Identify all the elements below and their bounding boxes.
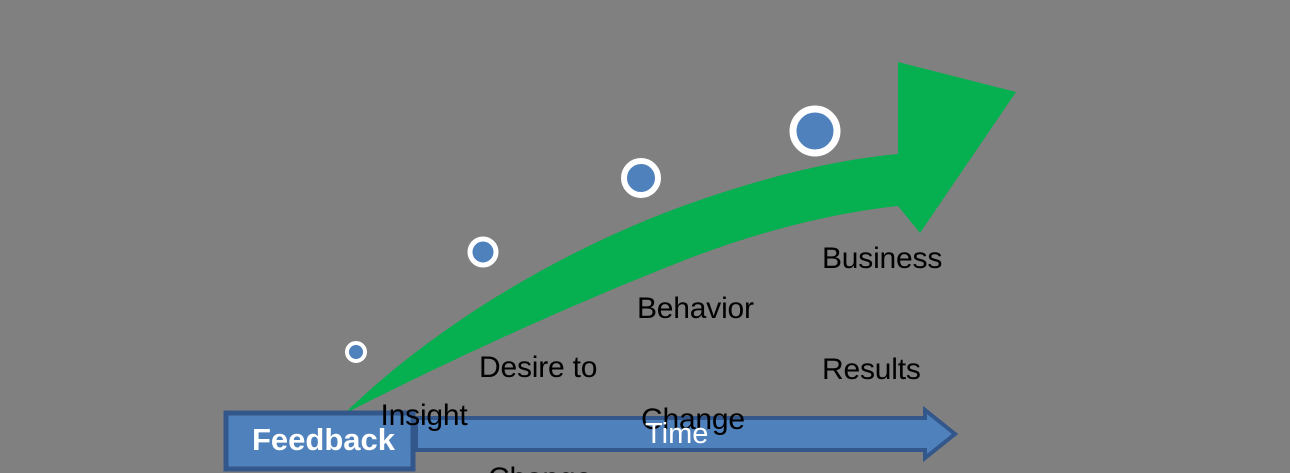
feedback-box-group: [223, 410, 416, 472]
feedback-box-label: Feedback: [252, 422, 396, 457]
stage-label-behavior-change-line2: Change: [641, 403, 745, 436]
stage-label-insight-line1: Insight: [380, 399, 468, 432]
growth-arrow-group: [300, 62, 1016, 414]
time-axis-arrow-shape[interactable]: [414, 405, 959, 463]
marker-business-results[interactable]: [789, 105, 841, 157]
marker-desire-to-change[interactable]: [467, 236, 499, 268]
marker-insight[interactable]: [345, 341, 367, 363]
stage-label-business-results-line1: Business: [822, 242, 943, 275]
growth-arrow-shape: [300, 62, 1016, 414]
stage-label-business-results-line2: Results: [822, 353, 921, 386]
feedback-box-shape[interactable]: [223, 410, 416, 472]
marker-behavior-change[interactable]: [621, 158, 661, 198]
stage-label-desire-to-change: Desire to Change: [479, 275, 597, 473]
stage-label-business-results: Business Results: [822, 166, 942, 462]
stage-markers: [345, 105, 841, 363]
stage-label-behavior-change-line1: Behavior: [637, 292, 754, 325]
stage-label-desire-to-change-line2: Change: [488, 460, 597, 473]
time-axis-arrow-group: [414, 405, 959, 463]
time-axis-label: Time: [645, 418, 709, 450]
stage-label-insight: Insight: [348, 360, 468, 471]
stage-label-behavior-change: Behavior Change: [637, 216, 754, 473]
stage-label-desire-to-change-line1: Desire to: [479, 351, 598, 384]
